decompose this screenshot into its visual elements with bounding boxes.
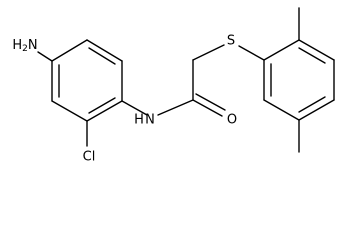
sulfur-aryl-bond xyxy=(238,45,265,61)
aryl-nh-bond xyxy=(121,100,148,116)
nh-carbonyl-bond xyxy=(157,99,194,116)
ring-b-bond-4 xyxy=(298,99,335,121)
carbonyl-double-bond-1 xyxy=(192,99,223,117)
dimethylphenyl-ring xyxy=(263,39,335,121)
sulfur-label: S xyxy=(227,34,235,49)
ring-b-double-2 xyxy=(298,96,326,113)
amine-bond xyxy=(37,51,53,62)
carbonyl-oxygen-label: O xyxy=(227,113,237,128)
ring-a-double-2 xyxy=(88,97,116,114)
ring-b-double-1 xyxy=(298,47,326,64)
amine-n: N xyxy=(28,38,38,53)
amine-subscript: 2 xyxy=(22,44,28,54)
ch2-sulfur-bond xyxy=(192,44,225,61)
amide-hydrogen-label: H xyxy=(134,113,144,128)
ring-a-bond-6 xyxy=(51,39,88,62)
ring-b-bond-2 xyxy=(298,39,335,61)
ring-b-bond-1 xyxy=(263,39,300,61)
ring-a-bond-1 xyxy=(86,39,123,62)
ring-a-double-1 xyxy=(88,47,116,65)
amide-nitrogen-label: N xyxy=(145,113,155,128)
ring-a-bond-3 xyxy=(86,100,123,122)
ring-a-bond-4 xyxy=(51,100,88,122)
chemical-structure-diagram: H2N Cl N H O S xyxy=(12,7,335,165)
amine-label: H2N xyxy=(12,38,37,55)
ring-b-bond-5 xyxy=(263,99,300,121)
aminochlorophenyl-ring xyxy=(51,39,123,122)
carbonyl-double-bond-2 xyxy=(195,93,226,111)
chlorine-label: Cl xyxy=(83,150,96,165)
amine-h: H xyxy=(12,38,22,53)
